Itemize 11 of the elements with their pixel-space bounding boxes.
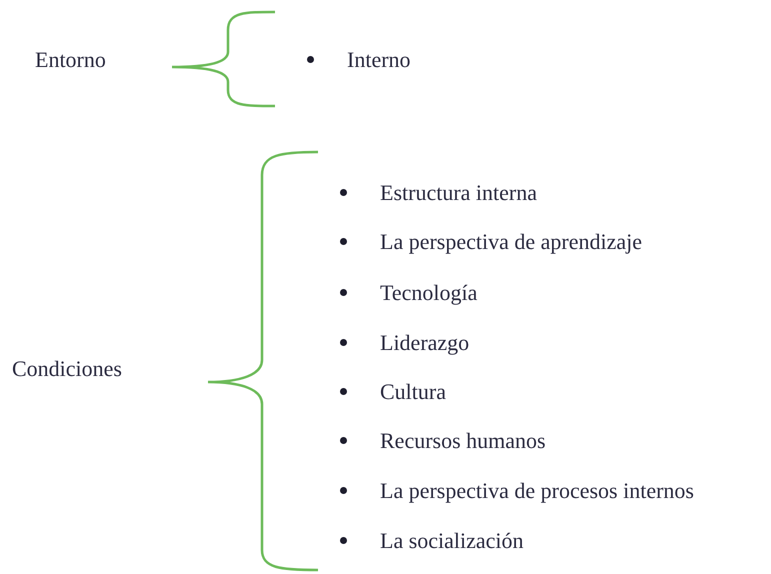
list-item: Cultura bbox=[380, 378, 446, 406]
list-item: La perspectiva de procesos internos bbox=[380, 477, 694, 505]
list-item: Recursos humanos bbox=[380, 427, 546, 455]
category-label: Condiciones bbox=[12, 355, 122, 383]
list-item: La perspectiva de aprendizaje bbox=[380, 228, 642, 256]
category-label: Entorno bbox=[35, 46, 106, 74]
list-item: La socialización bbox=[380, 527, 524, 555]
list-item: Estructura interna bbox=[380, 179, 537, 207]
list-item: Interno bbox=[347, 46, 411, 74]
list-item: Liderazgo bbox=[380, 329, 470, 357]
list-item: Tecnología bbox=[380, 279, 478, 307]
